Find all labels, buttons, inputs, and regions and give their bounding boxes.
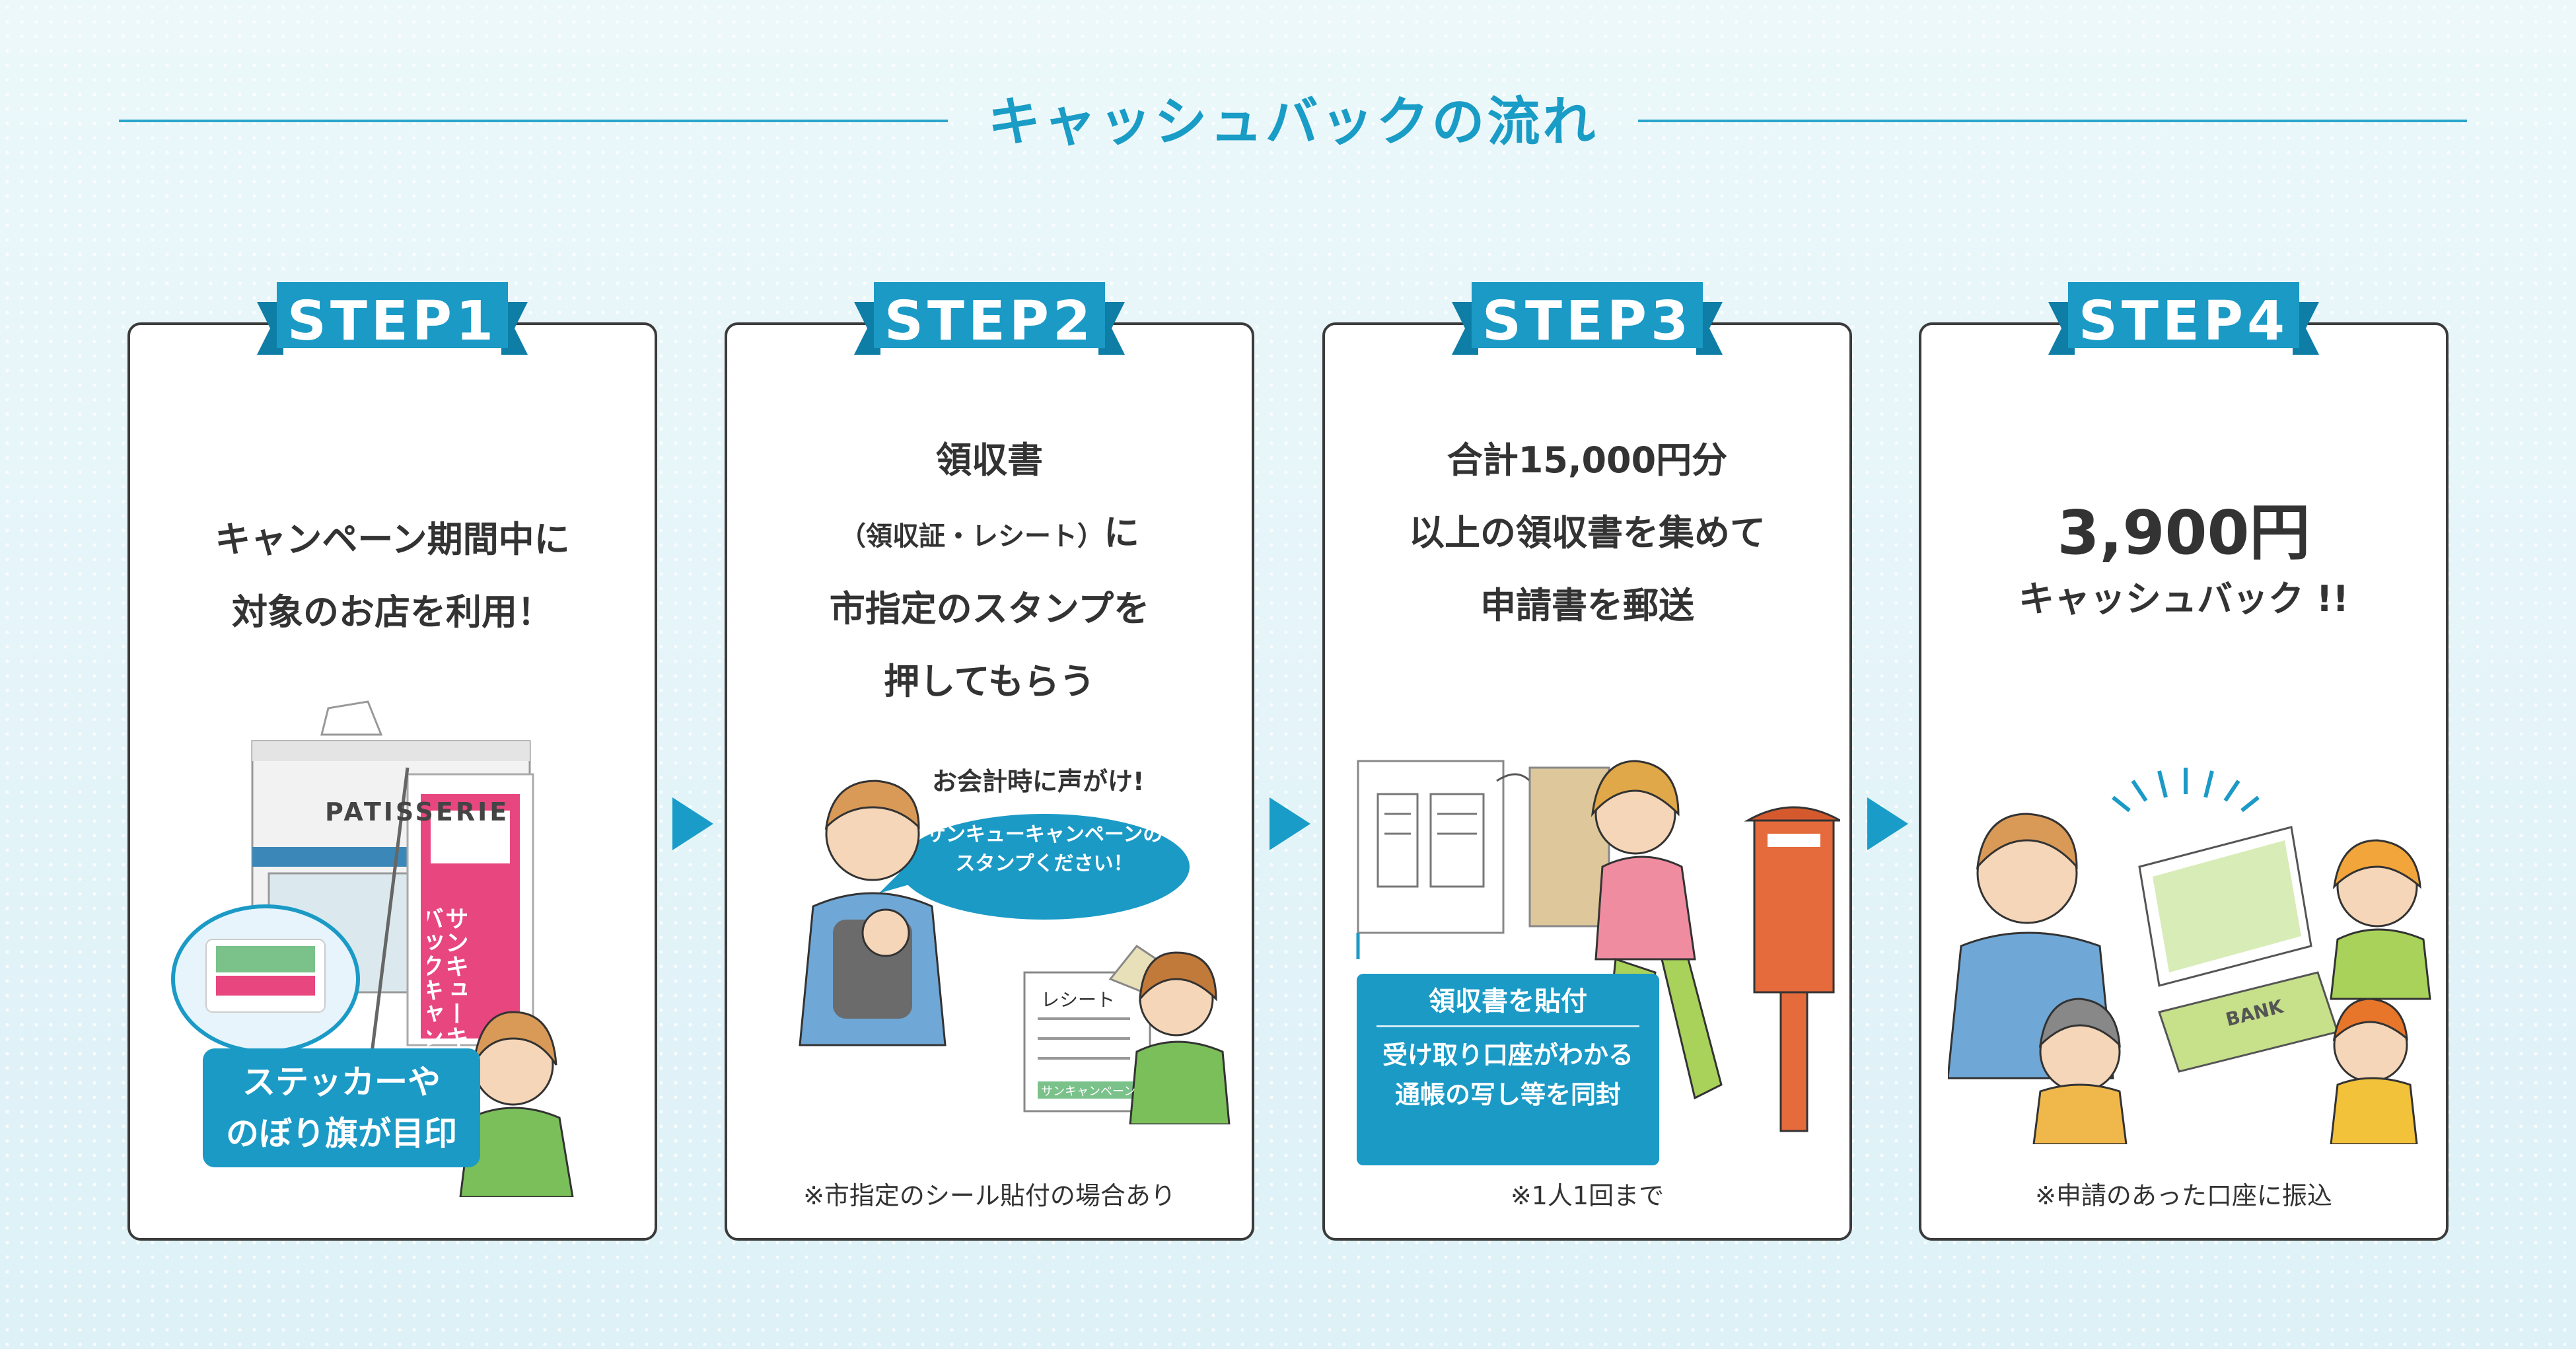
step-description: キャッシュバック !!: [2018, 578, 2349, 620]
sticker-flag-tag: ステッカーや のぼり旗が目印: [203, 1048, 480, 1167]
step-description: キャンペーン期間中に 対象のお店を利用！: [215, 519, 570, 633]
step-card-3: STEP3 合計15,000円分 以上の領収書を集めて 申請書を郵送 領収書を貼…: [1322, 282, 1852, 1241]
arrow-right-icon: [1270, 797, 1310, 850]
stamp-label: サンキャンペーン: [1041, 1085, 1136, 1099]
page-title: キャッシュバックの流れ: [987, 91, 1598, 153]
speech-caption: お会計時に声がけ!: [932, 767, 1145, 796]
receipt-label: レシート: [1041, 989, 1116, 1011]
step-card-2: STEP2 領収書 （領収証・レシート）に 市指定のスタンプを 押してもらう お…: [725, 282, 1254, 1241]
section-header: キャッシュバックの流れ: [119, 92, 2467, 152]
store-counter-illustration: [799, 780, 1231, 1124]
title-rule-right: [1638, 120, 2467, 122]
step-ribbon: STEP1: [250, 275, 534, 365]
step-label: STEP2: [884, 290, 1095, 353]
step-ribbon: STEP4: [2042, 275, 2326, 365]
step-description: 合計15,000円分 以上の領収書を集めて 申請書を郵送: [1409, 439, 1766, 626]
step-ribbon: STEP2: [847, 275, 1131, 365]
step-note: ※申請のあった口座に振込: [2035, 1181, 2332, 1210]
shop-illustration: [171, 700, 574, 1197]
step-label: STEP4: [2078, 290, 2289, 353]
step-label: STEP1: [287, 290, 498, 353]
arrow-right-icon: [672, 797, 713, 850]
title-rule-left: [119, 120, 948, 122]
family-bank-illustration: [1948, 768, 2431, 1144]
step-description: 領収書 （領収証・レシート）に 市指定のスタンプを 押してもらう: [829, 439, 1150, 702]
shop-sign: PATISSERIE: [325, 797, 510, 826]
arrow-right-icon: [1867, 797, 1908, 850]
step-label: STEP3: [1482, 290, 1693, 353]
step-card-4: STEP4 3,900円 キャッシュバック !! BANK ※申請のあった口座に…: [1919, 282, 2449, 1241]
step-ribbon: STEP3: [1445, 275, 1729, 365]
cashback-amount: 3,900円: [2057, 497, 2310, 568]
step-card-1: STEP1 キャンペーン期間中に 対象のお店を利用！ PATISSERIE サン…: [127, 282, 657, 1241]
speech-bubble-text: サンキューキャンペーンの スタンプください！: [925, 823, 1163, 875]
mail-illustration: [1356, 760, 1840, 1132]
enclosure-tag: 領収書を貼付 受け取り口座がわかる 通帳の写し等を同封: [1357, 974, 1659, 1165]
step-note: ※1人1回まで: [1510, 1181, 1664, 1210]
step-note: ※市指定のシール貼付の場合あり: [803, 1181, 1176, 1210]
